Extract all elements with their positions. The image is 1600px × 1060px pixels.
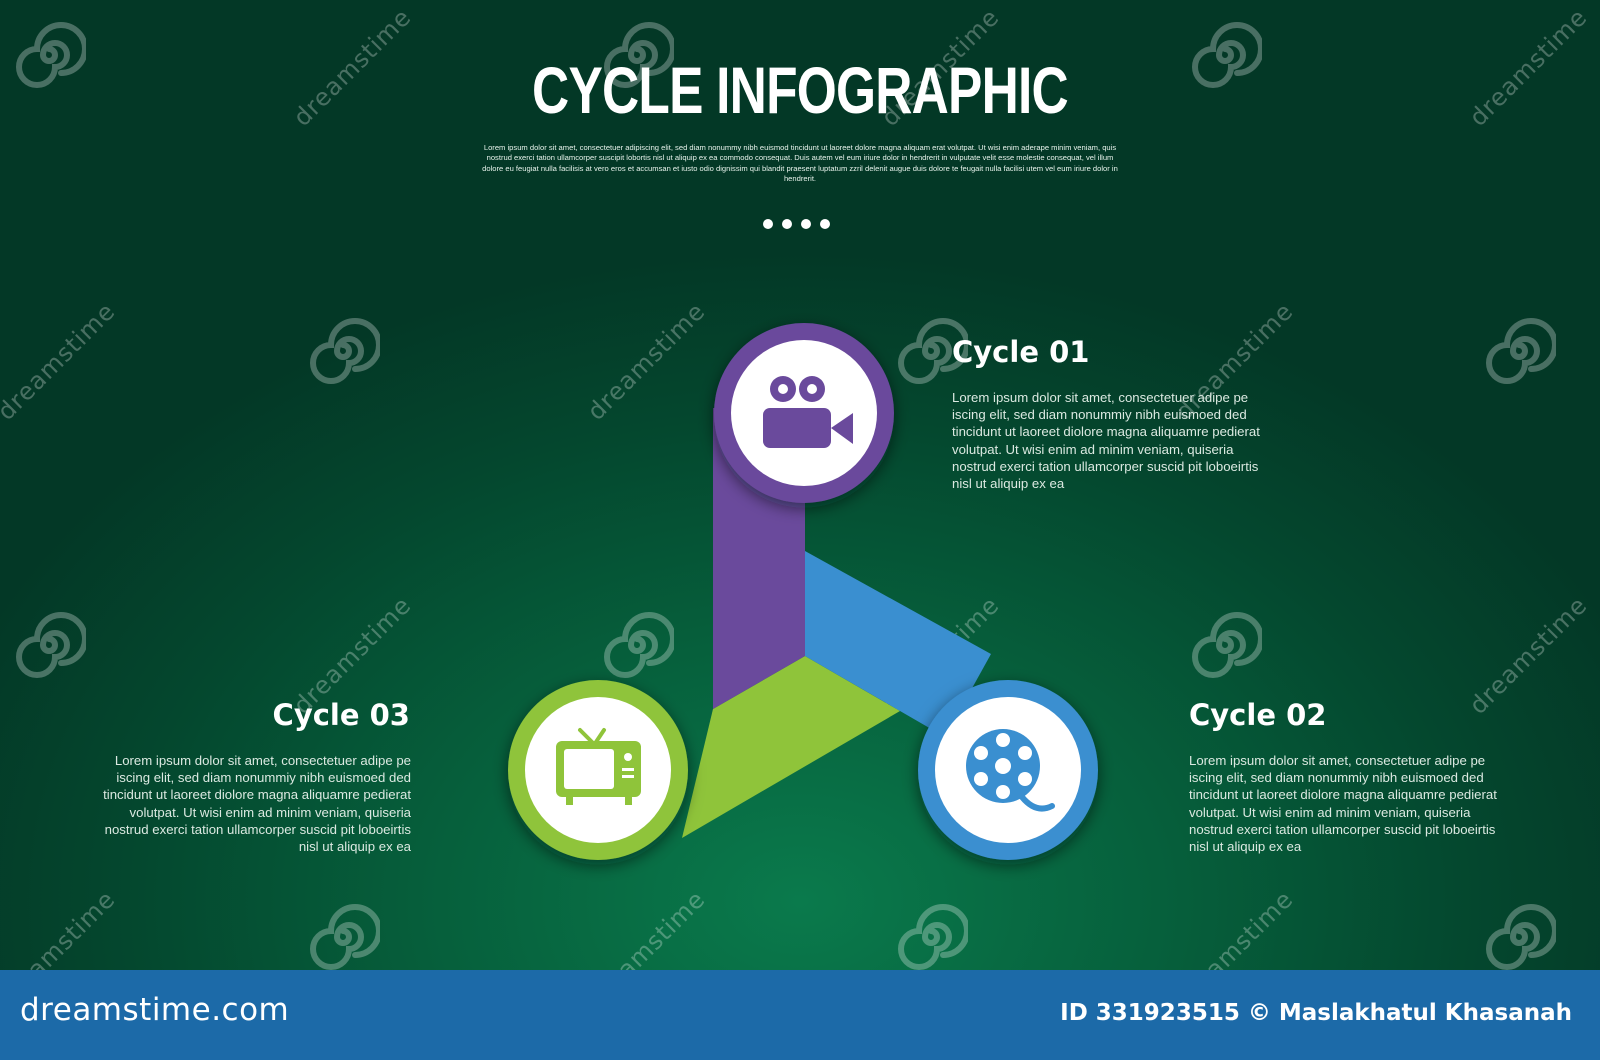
indicator-dot <box>801 219 811 229</box>
dreamstime-spiral-icon <box>1482 314 1558 388</box>
tv-grill <box>622 775 634 778</box>
cycle-03-heading: Cycle 03 <box>272 698 410 732</box>
dreamstime-spiral-icon <box>306 314 382 388</box>
indicator-dot <box>782 219 792 229</box>
cycle-03-description: Lorem ipsum dolor sit amet, consectetuer… <box>103 753 411 855</box>
cycle-03-arm <box>682 656 900 838</box>
cycle-02-description: Lorem ipsum dolor sit amet, consectetuer… <box>1189 753 1497 855</box>
dreamstime-spiral-icon <box>600 18 676 92</box>
page-indicator-dots <box>763 219 830 229</box>
video-camera-icon <box>763 376 853 448</box>
dreamstime-spiral-icon <box>12 18 88 92</box>
dreamstime-spiral-icon <box>600 608 676 682</box>
intro-paragraph: Lorem ipsum dolor sit amet, consectetuer… <box>482 143 1118 184</box>
dreamstime-spiral-icon <box>1482 900 1558 974</box>
film-reel-holes <box>974 733 1032 799</box>
camera-reel-hole <box>778 384 788 394</box>
dreamstime-spiral-icon <box>1188 608 1264 682</box>
indicator-dot <box>820 219 830 229</box>
cycle-01-description: Lorem ipsum dolor sit amet, consectetuer… <box>952 390 1260 492</box>
cycle-02-heading: Cycle 02 <box>1189 698 1327 732</box>
tv-screen <box>564 749 614 789</box>
cycle-02-arm <box>805 551 991 737</box>
footer-credit: ID 331923515 © Maslakhatul Khasanah <box>1060 1000 1572 1026</box>
dreamstime-spiral-icon <box>894 314 970 388</box>
tv-knob <box>624 753 632 761</box>
dreamstime-spiral-icon <box>1188 18 1264 92</box>
tv-grill <box>622 768 634 771</box>
dreamstime-spiral-icon <box>894 900 970 974</box>
cycle-01-heading: Cycle 01 <box>952 335 1090 369</box>
footer-brand[interactable]: dreamstime.com <box>20 992 290 1028</box>
footer-banner: dreamstime.com ID 331923515 © Maslakhatu… <box>0 970 1600 1060</box>
dreamstime-spiral-icon <box>12 608 88 682</box>
page-title: CYCLE INFOGRAPHIC <box>532 53 1069 127</box>
dreamstime-spiral-icon <box>306 900 382 974</box>
indicator-dot <box>763 219 773 229</box>
camera-reel-hole <box>807 384 817 394</box>
